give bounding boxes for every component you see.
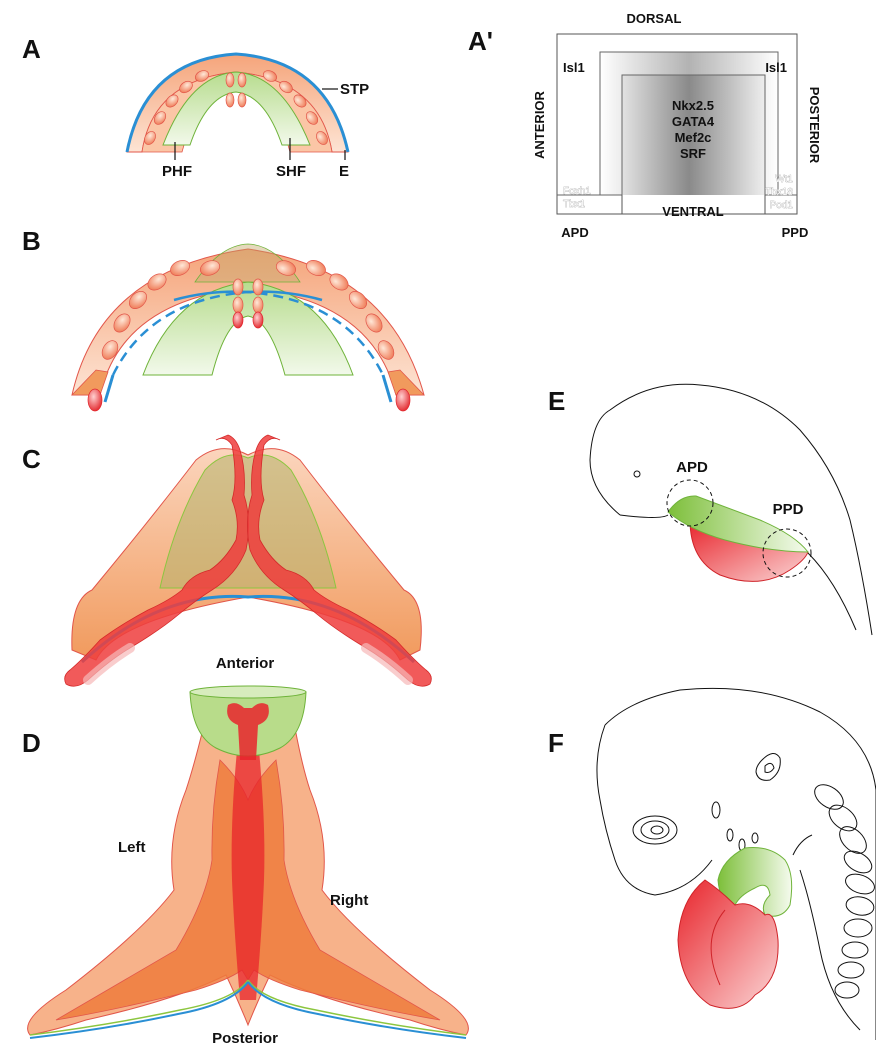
label-ppd-e: PPD xyxy=(773,501,804,518)
gene-tbx1: Tbx1 xyxy=(563,199,586,210)
label-ppd-aprime: PPD xyxy=(782,225,809,240)
label-isl1-right: Isl1 xyxy=(765,60,787,75)
panel-b: B xyxy=(22,226,424,411)
gene-nkx25: Nkx2.5 xyxy=(672,98,714,113)
gene-tbx18: Tbx18 xyxy=(765,187,793,198)
panel-label-a: A xyxy=(22,34,41,64)
eye-f xyxy=(633,816,677,844)
panel-f: F xyxy=(548,688,876,1040)
label-phf: PHF xyxy=(162,163,192,180)
panel-label-e: E xyxy=(548,386,565,416)
panel-label-c: C xyxy=(22,444,41,474)
gene-foxh1: Foxh1 xyxy=(563,186,591,197)
panel-label-f: F xyxy=(548,728,564,758)
panel-c: C xyxy=(22,435,431,686)
label-right: Right xyxy=(330,892,368,909)
label-stp: STP xyxy=(340,81,369,98)
panel-a-prime: A' DORSAL Isl1 Isl1 Nkx2.5 GATA4 Mef2c S… xyxy=(468,11,822,240)
label-anterior-d: Anterior xyxy=(216,655,275,672)
pharyngeal-arches-f xyxy=(712,802,758,851)
panel-label-d: D xyxy=(22,728,41,758)
label-shf: SHF xyxy=(276,163,306,180)
gene-pod1: Pod1 xyxy=(770,200,794,211)
heart-red-f xyxy=(678,880,778,1008)
label-e: E xyxy=(339,163,349,180)
panel-label-a-prime: A' xyxy=(468,26,493,56)
label-apd-aprime: APD xyxy=(561,225,588,240)
gene-srf: SRF xyxy=(680,146,706,161)
panel-e: E APD PPD xyxy=(548,384,872,635)
otic-vesicle-f xyxy=(756,753,780,780)
label-dorsal: DORSAL xyxy=(627,11,682,26)
gene-wt1: Wt1 xyxy=(775,174,793,185)
label-left: Left xyxy=(118,839,146,856)
label-posterior-d: Posterior xyxy=(212,1030,278,1047)
gene-mef2c: Mef2c xyxy=(675,130,712,145)
label-ventral: VENTRAL xyxy=(662,204,723,219)
panel-d: D Anterior Left Right Posterior xyxy=(22,655,468,1047)
label-posterior: POSTERIOR xyxy=(807,87,822,164)
label-isl1-left: Isl1 xyxy=(563,60,585,75)
somites-f xyxy=(810,780,876,998)
panel-label-b: B xyxy=(22,226,41,256)
label-anterior: ANTERIOR xyxy=(532,90,547,159)
label-apd-e: APD xyxy=(676,459,708,476)
gene-gata4: GATA4 xyxy=(672,114,715,129)
panel-a: A STP PHF SHF E xyxy=(22,34,369,180)
